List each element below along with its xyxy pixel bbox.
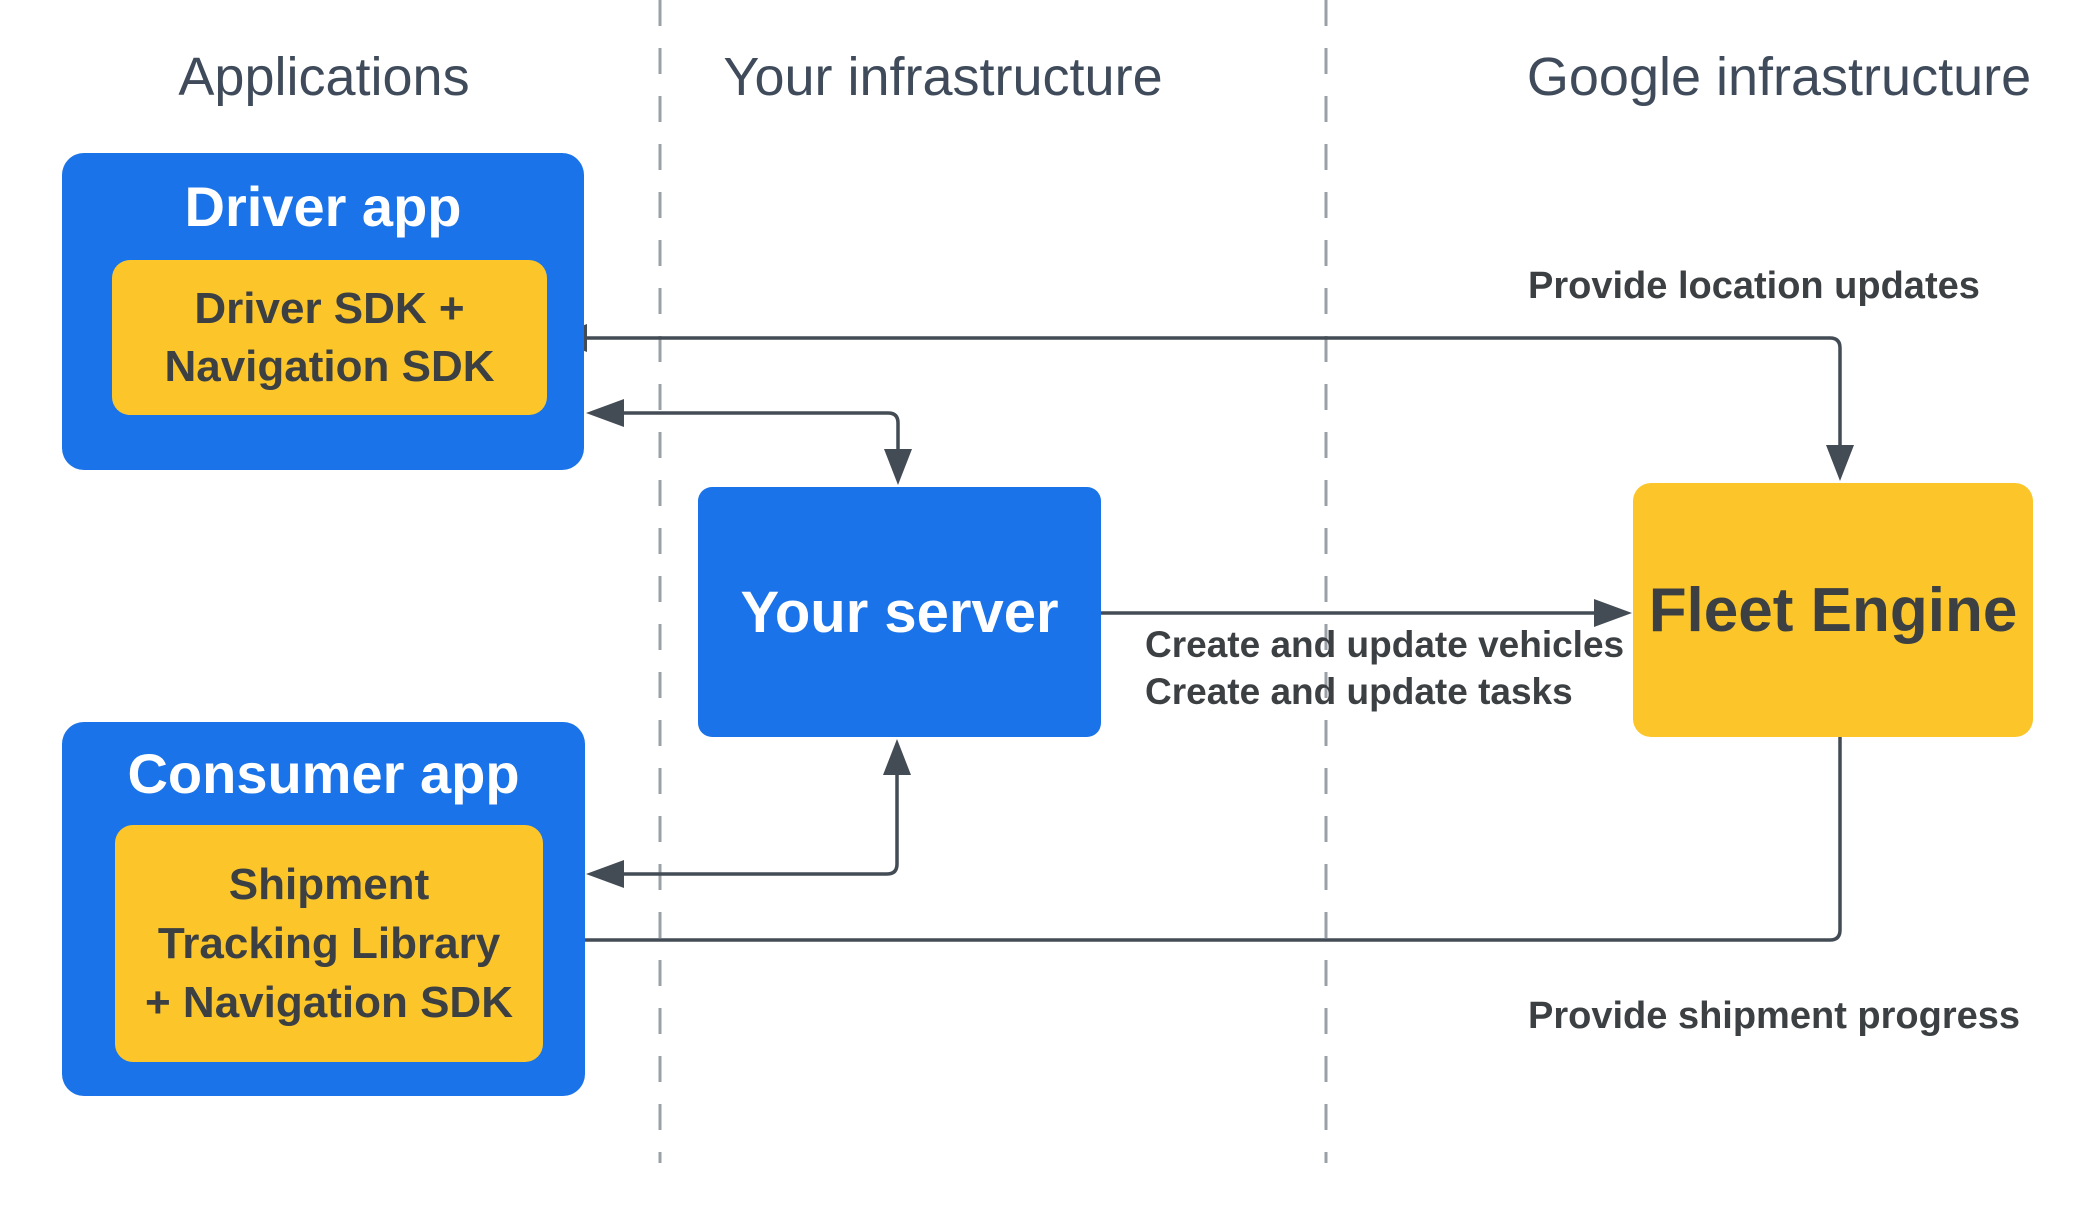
shipment-library-line-2: Tracking Library [157,919,501,968]
arrow-driver-app-your-server [586,399,912,485]
column-heading-your-infrastructure: Your infrastructure [723,47,1163,107]
arrow-provide-location-updates [549,324,1854,481]
shipment-library-line-1: Shipment [228,860,430,909]
node-your-server: Your server [698,487,1101,737]
shipment-library-line-3: + Navigation SDK [145,978,513,1027]
node-shipment-tracking-library: Shipment Tracking Library + Navigation S… [115,825,543,1062]
node-driver-sdk: Driver SDK + Navigation SDK [112,260,547,415]
edge-label-provide-shipment-progress: Provide shipment progress [1528,995,2021,1037]
node-driver-app: Driver app Driver SDK + Navigation SDK [62,153,584,470]
column-heading-applications: Applications [178,47,470,107]
column-heading-google-infrastructure: Google infrastructure [1526,47,2032,107]
arrow-provide-shipment-progress [544,737,1842,954]
edge-label-provide-location-updates: Provide location updates [1528,265,1980,307]
arrow-consumer-app-your-server [586,739,911,888]
driver-sdk-line-1: Driver SDK + [194,283,465,333]
node-fleet-engine: Fleet Engine [1633,483,2033,737]
fleet-engine-title: Fleet Engine [1648,575,2018,645]
edge-label-create-tasks: Create and update tasks [1145,671,1573,712]
arrow-your-server-fleet-engine [1101,599,1632,627]
driver-app-title: Driver app [184,175,462,238]
your-server-title: Your server [740,579,1059,645]
edge-label-create-and-update: Create and update vehicles Create and up… [1145,621,1624,715]
node-consumer-app: Consumer app Shipment Tracking Library +… [62,722,585,1096]
consumer-app-title: Consumer app [127,742,520,805]
driver-sdk-line-2: Navigation SDK [164,341,495,391]
edge-label-create-vehicles: Create and update vehicles [1145,624,1625,665]
